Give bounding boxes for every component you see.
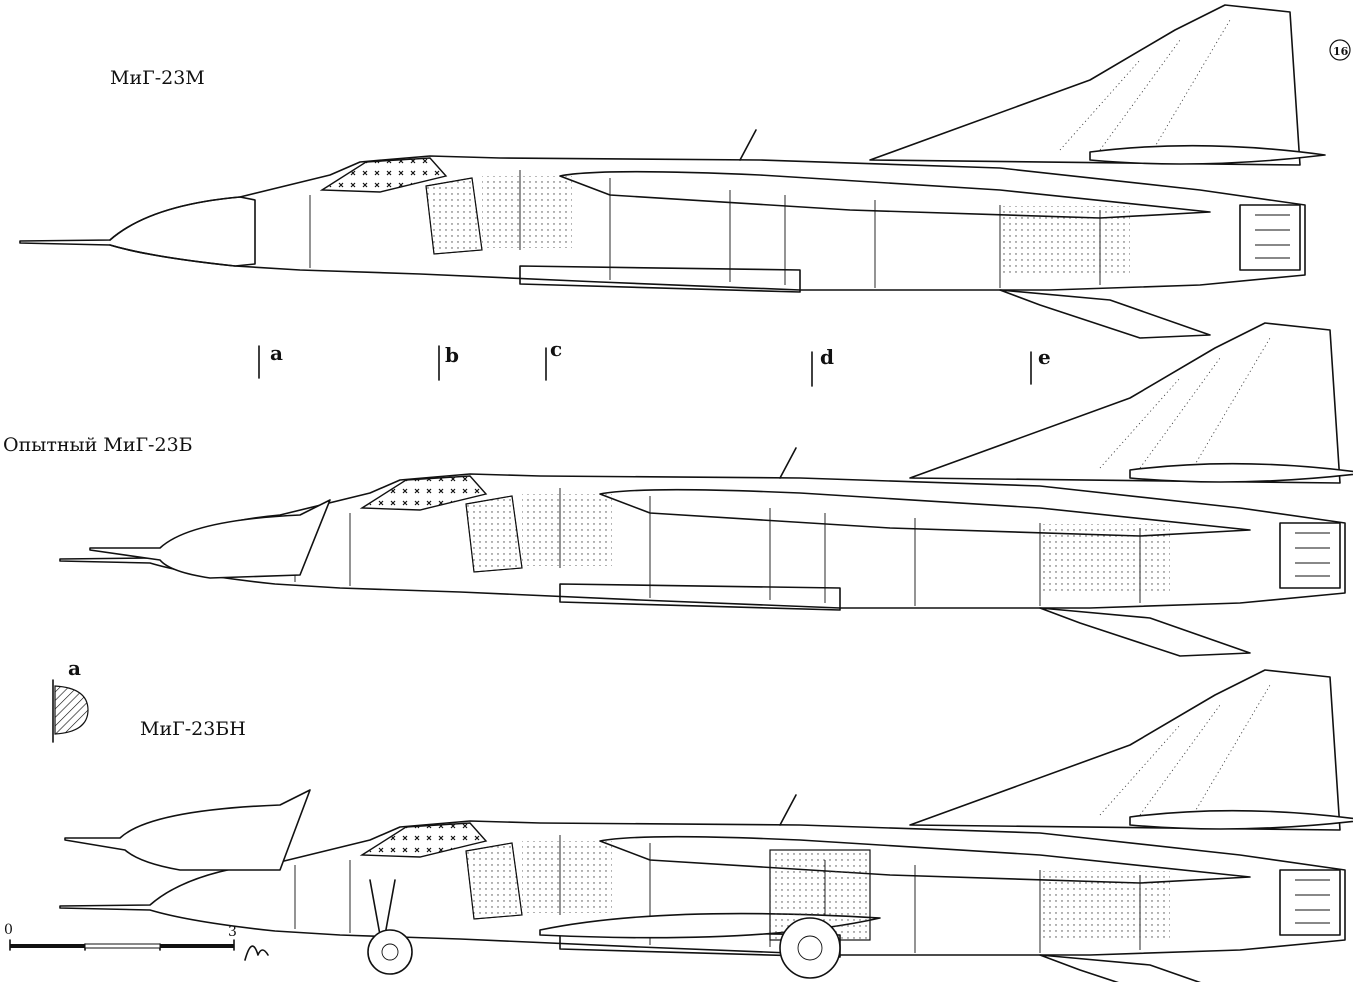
section-label-b: b [445, 343, 459, 367]
section-label-c: c [550, 337, 562, 361]
scale-start: 0 [4, 922, 13, 938]
scale-bar: 0 3 [4, 922, 237, 951]
scale-end: 3 [228, 924, 237, 940]
artist-signature [244, 945, 269, 961]
nose-gear [367, 879, 413, 975]
section-label-a: a [270, 341, 283, 365]
view-title-mig-23m: МиГ-23М [110, 67, 205, 89]
section-detail-a: a [52, 656, 89, 743]
section-profile [54, 685, 89, 735]
view-mig-23m [19, 4, 1326, 339]
main-gear [769, 849, 871, 979]
view-title-mig-23bn: МиГ-23БН [140, 718, 246, 740]
section-markers: a b c d e [258, 337, 1051, 387]
page-number: 16 [1333, 45, 1349, 58]
view-title-mig-23b: Опытный МиГ-23Б [3, 434, 193, 456]
page-number-badge: 16 [1329, 39, 1351, 61]
section-label-e: e [1038, 345, 1051, 369]
section-detail-label: a [68, 656, 81, 680]
view-mig-23b-prototype [59, 322, 1353, 657]
section-label-d: d [820, 345, 834, 369]
view-mig-23bn [59, 669, 1353, 982]
